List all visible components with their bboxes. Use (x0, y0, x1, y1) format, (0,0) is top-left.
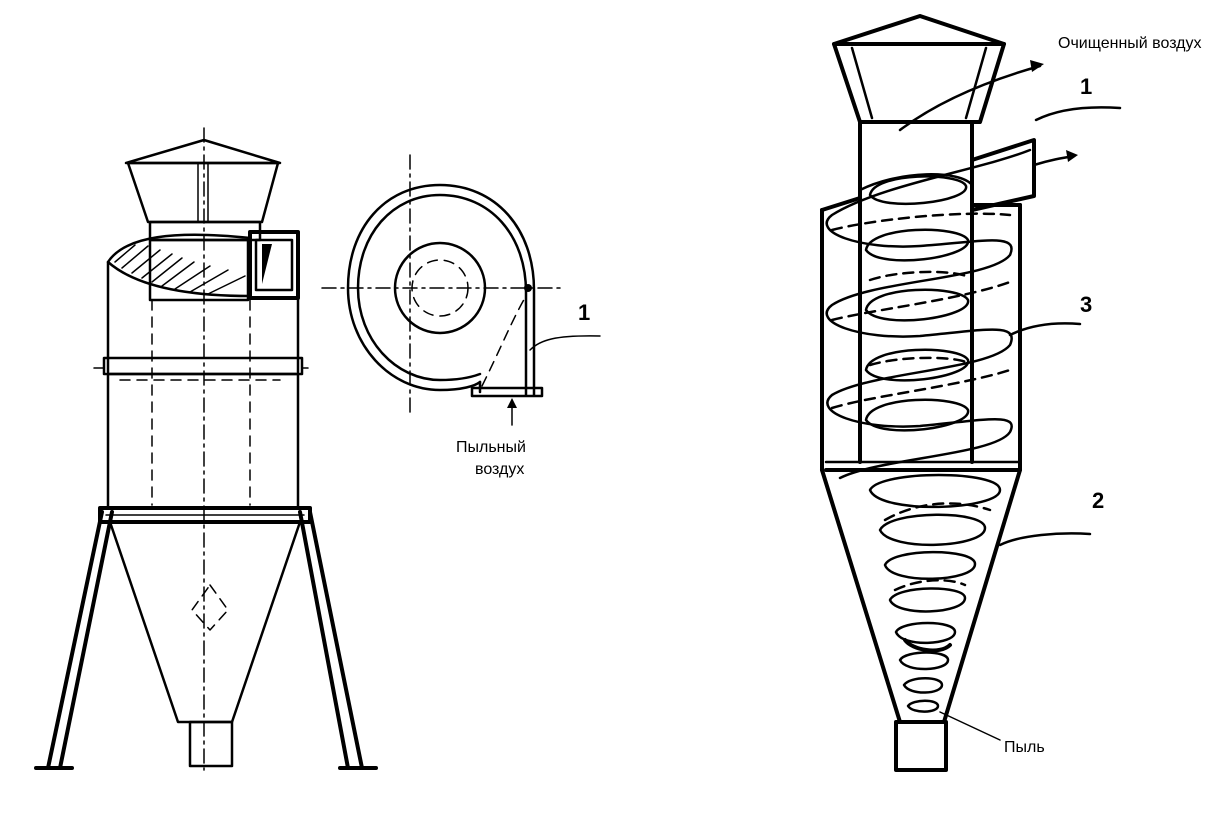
inlet-flange (470, 386, 544, 398)
callout-2: 2 (1092, 488, 1104, 513)
middle-flange (102, 356, 304, 376)
callout-3-leader (1008, 322, 1082, 337)
inner-vortex (864, 60, 1044, 432)
outlet-pipe (148, 238, 250, 302)
dust-outlet (188, 720, 234, 768)
outlet-hood (126, 161, 280, 224)
inlet-vane (262, 244, 272, 284)
callout-2-leader (998, 532, 1092, 547)
cyclone-section-view (820, 14, 1122, 772)
callout-3: 3 (1080, 292, 1092, 317)
dusty-air-label-line2: воздух (475, 461, 524, 478)
section-inlet-duct (970, 138, 1036, 212)
callout-1-right: 1 (1080, 74, 1092, 99)
section-roof (832, 14, 1006, 46)
cyclone-plan-view (321, 154, 601, 426)
dust-cone (108, 520, 302, 724)
callout-1-leader (529, 335, 601, 351)
roof-cap (124, 138, 282, 165)
volute-hatching (114, 244, 246, 295)
inlet-box (248, 230, 300, 300)
clean-air-label: Очищенный воздух (1058, 35, 1202, 52)
dusty-air-label-line1: Пыльный (456, 439, 526, 456)
volute-outer (346, 183, 536, 397)
outer-vortex (825, 148, 1032, 480)
section-hood (832, 42, 1006, 124)
dust-label: Пыль (1004, 739, 1045, 756)
cylinder-body (106, 372, 300, 510)
inspection-hatch (191, 584, 229, 631)
section-dust-outlet (894, 720, 948, 772)
cone-vortex (868, 473, 1002, 713)
support-legs (34, 510, 378, 770)
callout-1-left: 1 (578, 300, 590, 325)
dust-leader (939, 711, 1001, 741)
dashed-flow (830, 212, 1012, 410)
cyclone-elevation-view (34, 127, 378, 771)
callout-1-right-leader (1034, 106, 1122, 122)
